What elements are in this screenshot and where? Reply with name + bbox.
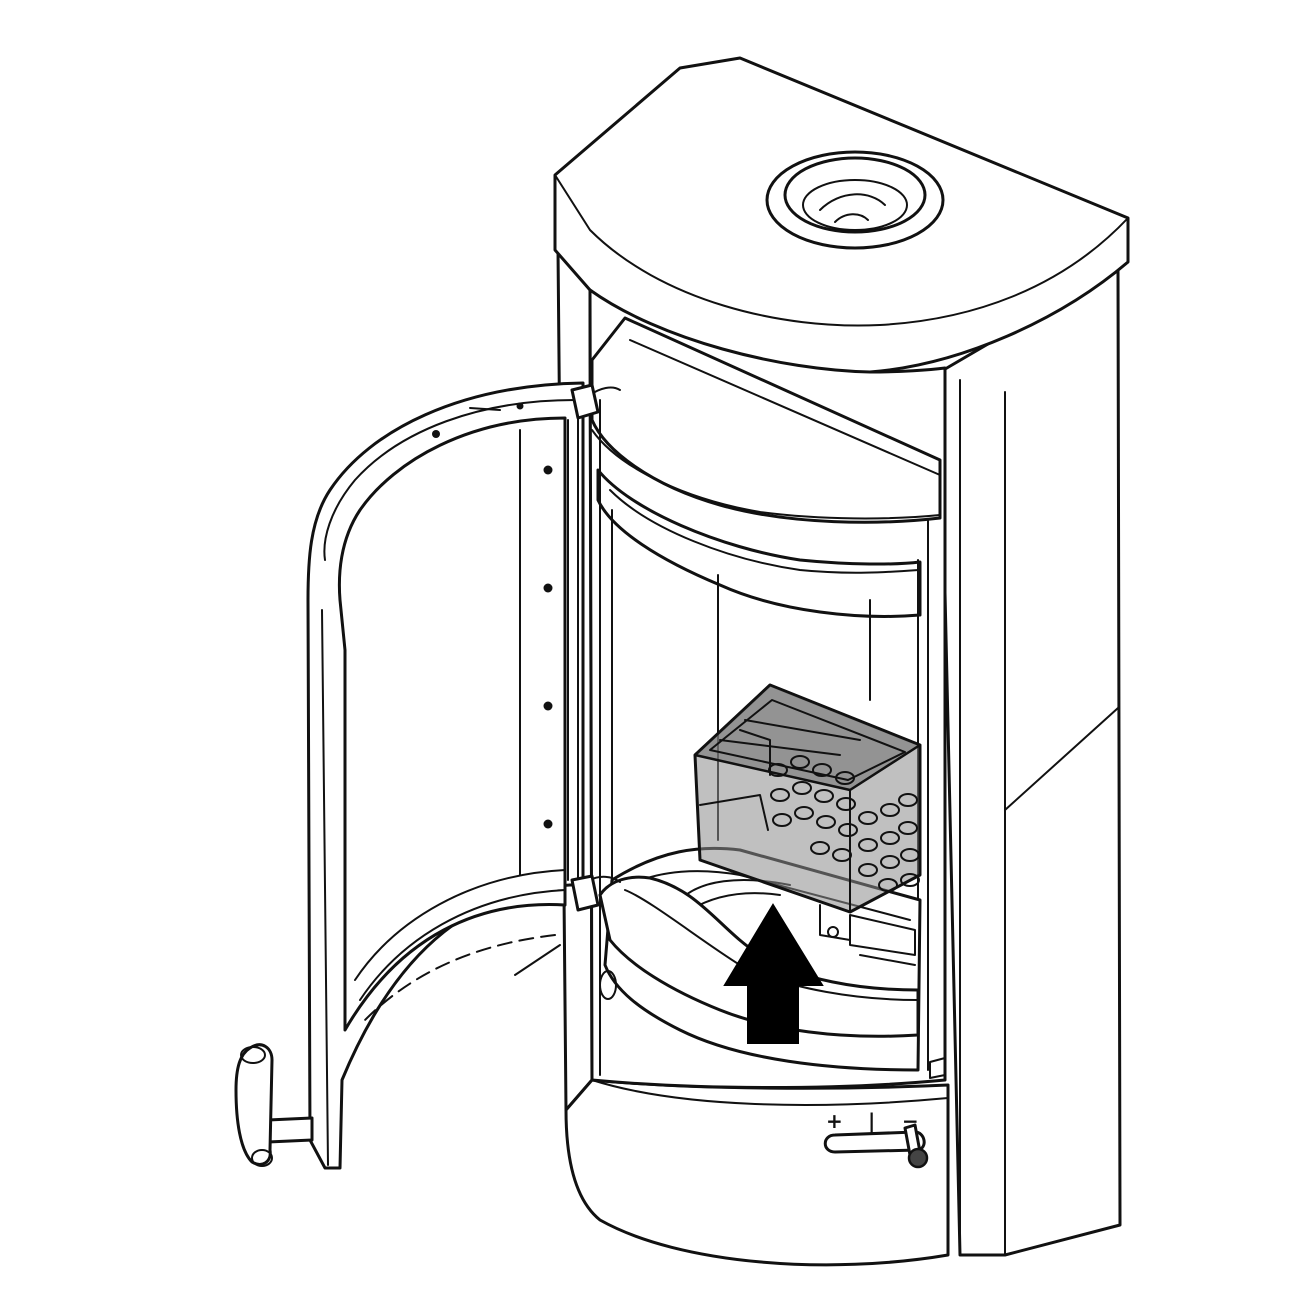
flue-collar [765,150,945,250]
ash-pan-vents [768,755,920,892]
baffle-front [591,429,941,520]
arrow-up-icon [723,903,824,1044]
door-catch [599,970,617,1000]
base-lip [591,1079,949,1106]
air-control-plus: + [826,1109,843,1133]
baffle-edge [629,339,941,476]
door-hinge-top [570,383,600,420]
stove-side-panel [938,266,1122,1257]
door-handle-icon[interactable] [234,1043,314,1167]
ash-pan-top [693,683,922,792]
base-fascia [564,1078,950,1267]
baffle-plate [590,316,942,524]
top-plate-edge [554,174,1129,327]
air-control-mid: | [868,1109,875,1133]
handle-grip [234,1043,274,1166]
open-door-icon [306,381,600,1170]
door-rivets [432,402,553,829]
ash-pan-icon [693,683,922,914]
side-panel-joint [1004,707,1119,811]
upper-liner [596,468,922,618]
air-control-icon: + | − [823,1109,929,1169]
handle-stem [266,1116,314,1144]
door-hinge-bottom [570,874,600,912]
